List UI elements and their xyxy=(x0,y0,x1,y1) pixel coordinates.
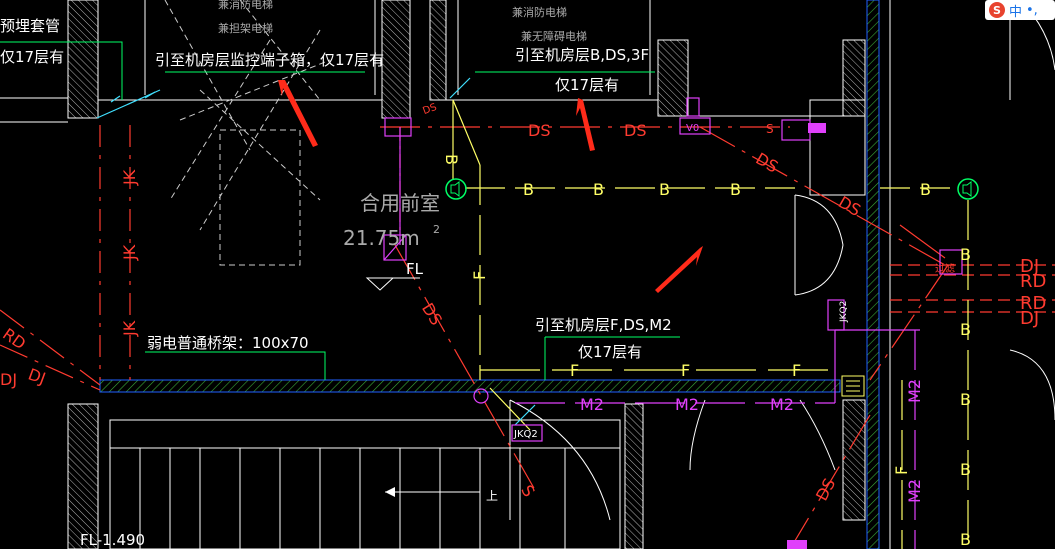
b-label: B xyxy=(659,180,670,199)
m2-label: M2 xyxy=(770,395,794,414)
m2-label: M2 xyxy=(675,395,699,414)
elev-label-3: 兼消防电梯 xyxy=(512,5,567,19)
dj-label: DJ xyxy=(0,370,17,389)
rd-label: RD xyxy=(1020,271,1046,292)
tray-note: 弱电普通桥架：100x70 xyxy=(147,334,309,352)
note-c-line2: 仅17层有 xyxy=(578,343,642,361)
s-label-top: S xyxy=(766,122,774,136)
v0-tag: V0 xyxy=(686,123,699,134)
annotation-arrows xyxy=(278,80,703,293)
jk-label: JK xyxy=(120,244,139,261)
room-area-sup: 2 xyxy=(433,223,440,236)
ds-label: DS xyxy=(812,475,839,504)
yellow-cable-lines xyxy=(452,99,969,549)
door-swings xyxy=(509,194,844,521)
stair-arrowhead xyxy=(385,487,395,497)
note-c-line1: 引至机房层F,DS,M2 xyxy=(535,316,672,334)
b-label: B xyxy=(960,245,971,264)
b-label: B xyxy=(523,180,534,199)
note-b-line1: 引至机房层B,DS,3F xyxy=(515,46,649,64)
b-label-vert: B xyxy=(442,154,461,165)
b-label: B xyxy=(730,180,741,199)
dj-label: DJ xyxy=(1020,308,1039,329)
elev-label-2: 兼担架电梯 xyxy=(218,21,273,35)
conduit-marks xyxy=(96,77,536,426)
rd-label: RD xyxy=(0,324,29,353)
speaker-device[interactable] xyxy=(445,178,467,200)
magenta-fill-block xyxy=(808,123,826,133)
b-label: B xyxy=(920,180,931,199)
yellow-line-labels: B B B B B B B B B B B F F F F F xyxy=(442,154,971,549)
ds-label-small: DS xyxy=(421,102,438,117)
b-label: B xyxy=(960,390,971,409)
m2-label-vert: M2 xyxy=(905,379,924,403)
left-note-line2: 仅17层有 xyxy=(0,48,64,66)
fl-marker xyxy=(365,277,395,291)
f-label: F xyxy=(681,361,690,380)
ime-mode-toggle[interactable]: 中 xyxy=(1009,4,1023,20)
note-b-line2: 仅17层有 xyxy=(555,76,619,94)
dj-label: DJ xyxy=(26,364,49,388)
m2-label: M2 xyxy=(580,395,604,414)
speaker-device-right[interactable] xyxy=(957,178,979,200)
ds-label: DS xyxy=(835,192,864,220)
rd-label: RD xyxy=(1020,293,1046,314)
jkq2-tag: JKQ2 xyxy=(513,429,538,440)
level-tag: FL-1.490 xyxy=(80,531,145,549)
f-label: F xyxy=(470,271,489,280)
tray-leaders xyxy=(0,41,680,380)
red-line-labels: DS DS DS DS DS DS DS JK JK JK RD DJ DJ D… xyxy=(0,102,1046,504)
ime-status-bar[interactable]: S 中 •, xyxy=(985,0,1055,20)
ghost-geometry xyxy=(164,0,331,266)
room-name: 合用前室 xyxy=(360,191,440,215)
b-label: B xyxy=(960,460,971,479)
ds-label: DS xyxy=(624,121,646,140)
b-label: B xyxy=(593,180,604,199)
jk-label: JK xyxy=(120,169,139,186)
jk-label: JK xyxy=(120,320,139,337)
ds-label: DS xyxy=(528,121,550,140)
note-a: 引至机房层监控端子箱，仅17层有 xyxy=(155,51,384,69)
structural-walls xyxy=(99,0,880,549)
white-text-labels: 兼消防电梯 兼担架电梯 兼消防电梯 兼无障碍电梯 预埋套管 仅17层有 引至机房… xyxy=(0,0,672,549)
left-note-line1: 预埋套管 xyxy=(0,17,60,35)
annunciator-label: 过滤 xyxy=(935,262,955,275)
jkq2-tag-vert: JKQ2 xyxy=(839,301,849,323)
ds-label: DS xyxy=(418,300,446,329)
ds-label: DS xyxy=(753,149,782,177)
sogou-logo-icon[interactable]: S xyxy=(989,2,1005,18)
dj-label: DJ xyxy=(1020,256,1039,277)
b-label: B xyxy=(960,320,971,339)
f-label: F xyxy=(792,361,801,380)
magenta-bottom-block xyxy=(787,540,807,549)
b-label: B xyxy=(960,530,971,549)
red-cable-lines xyxy=(0,125,1055,549)
magenta-device-box[interactable] xyxy=(383,97,963,442)
elev-label-1: 兼消防电梯 xyxy=(218,0,273,11)
f-label: F xyxy=(570,361,579,380)
ime-punctuation-toggle[interactable]: •, xyxy=(1026,2,1038,18)
f-label-right: F xyxy=(892,466,911,475)
magenta-cable-lines xyxy=(399,127,920,549)
room-area: 21.75m xyxy=(343,226,420,250)
stair-tag: 上 xyxy=(486,489,498,503)
magenta-line-labels: M2 M2 M2 M2 M2 V0 JKQ2 JKQ2 xyxy=(513,123,924,503)
m2-label-vert: M2 xyxy=(905,479,924,503)
elev-label-4: 兼无障碍电梯 xyxy=(521,29,587,43)
fl-tag: FL xyxy=(406,260,424,278)
